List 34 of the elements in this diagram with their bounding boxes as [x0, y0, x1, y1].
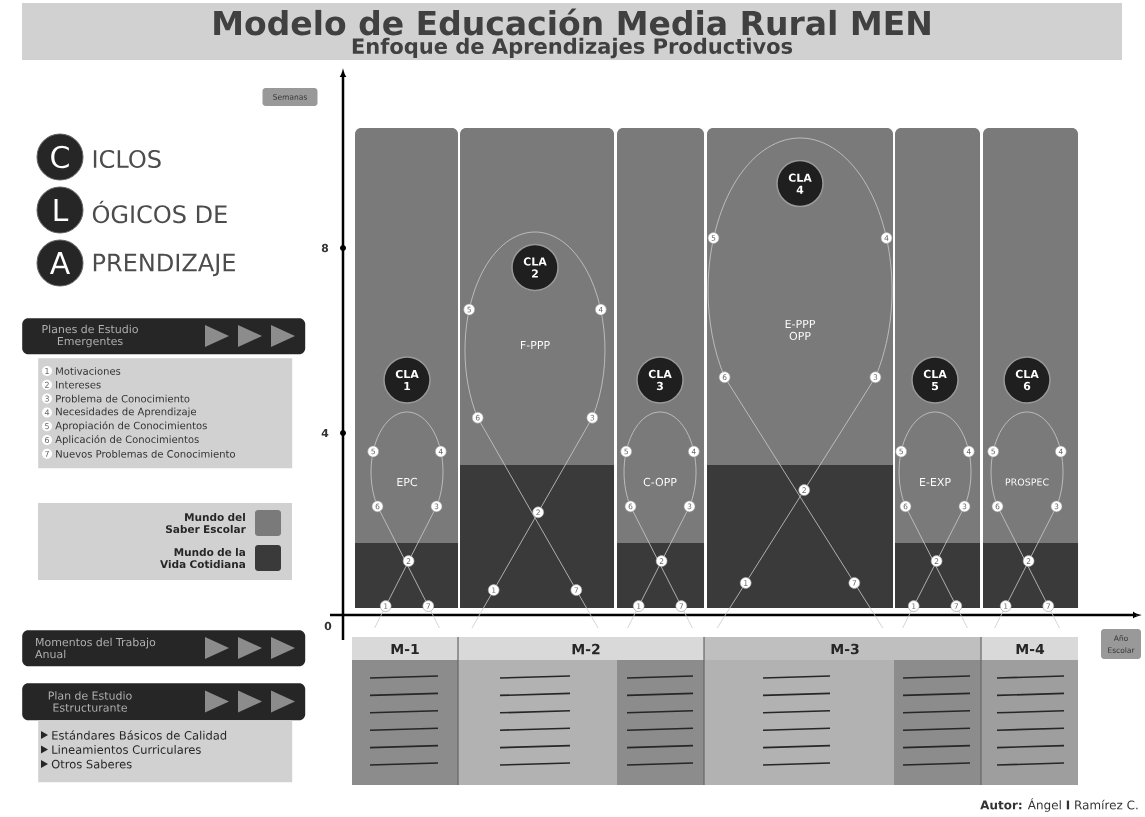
list-item: Estándares Básicos de Calidad — [52, 730, 227, 740]
column-header: M-1 — [391, 643, 419, 655]
cycle-badge: CLA 5 — [911, 356, 959, 404]
heading-word: ÓGICOS DE — [92, 200, 227, 224]
legend-text: Mundo del Saber Escolar — [166, 512, 246, 534]
cycle-badge: CLA 3 — [636, 356, 684, 404]
author-credit: Autor: Ángel I Ramírez C. — [980, 798, 1138, 812]
list-item: Apropiación de Conocimientos — [55, 421, 207, 432]
tick-label: 8 — [321, 243, 329, 253]
tick-label: 0 — [324, 621, 332, 631]
cycle-badge: CLA 2 — [511, 243, 559, 292]
list-item: Aplicación de Conocimientos — [55, 434, 199, 446]
list-item: Motivaciones — [56, 367, 121, 375]
cycle-badge: CLA 6 — [1003, 356, 1051, 404]
list-item: Necesidades de Aprendizaje — [56, 407, 196, 418]
heading-word: PRENDIZAJE — [93, 253, 235, 277]
list-item: Otros Saberes — [51, 759, 132, 769]
column-header: M-4 — [1016, 643, 1045, 655]
cycle-badge: CLA 1 — [383, 356, 431, 404]
cycle-badge: CLA 4 — [776, 159, 824, 208]
header-bar: Momentos del Trabajo Anual — [22, 630, 306, 667]
list-item: Problema de Conocimiento — [56, 394, 190, 403]
list-item: Lineamientos Curriculares — [52, 745, 201, 754]
subtitle: Enfoque de Aprendizajes Productivos — [352, 37, 793, 59]
list-item: Nuevos Problemas de Conocimiento — [56, 449, 235, 458]
column-header: M-3 — [831, 643, 859, 655]
title: Modelo de Educación Media Rural MEN — [214, 8, 930, 36]
legend-text: Mundo de la Vida Cotidiana — [160, 547, 245, 569]
tick-label: 4 — [321, 429, 329, 437]
header-bar: Planes de Estudio Emergentes — [22, 318, 306, 355]
heading-word: ICLOS — [93, 149, 161, 169]
list-item: Intereses — [56, 381, 101, 389]
column-header: M-2 — [572, 643, 600, 655]
header-bar: Plan de Estudio Estructurante — [22, 683, 306, 721]
